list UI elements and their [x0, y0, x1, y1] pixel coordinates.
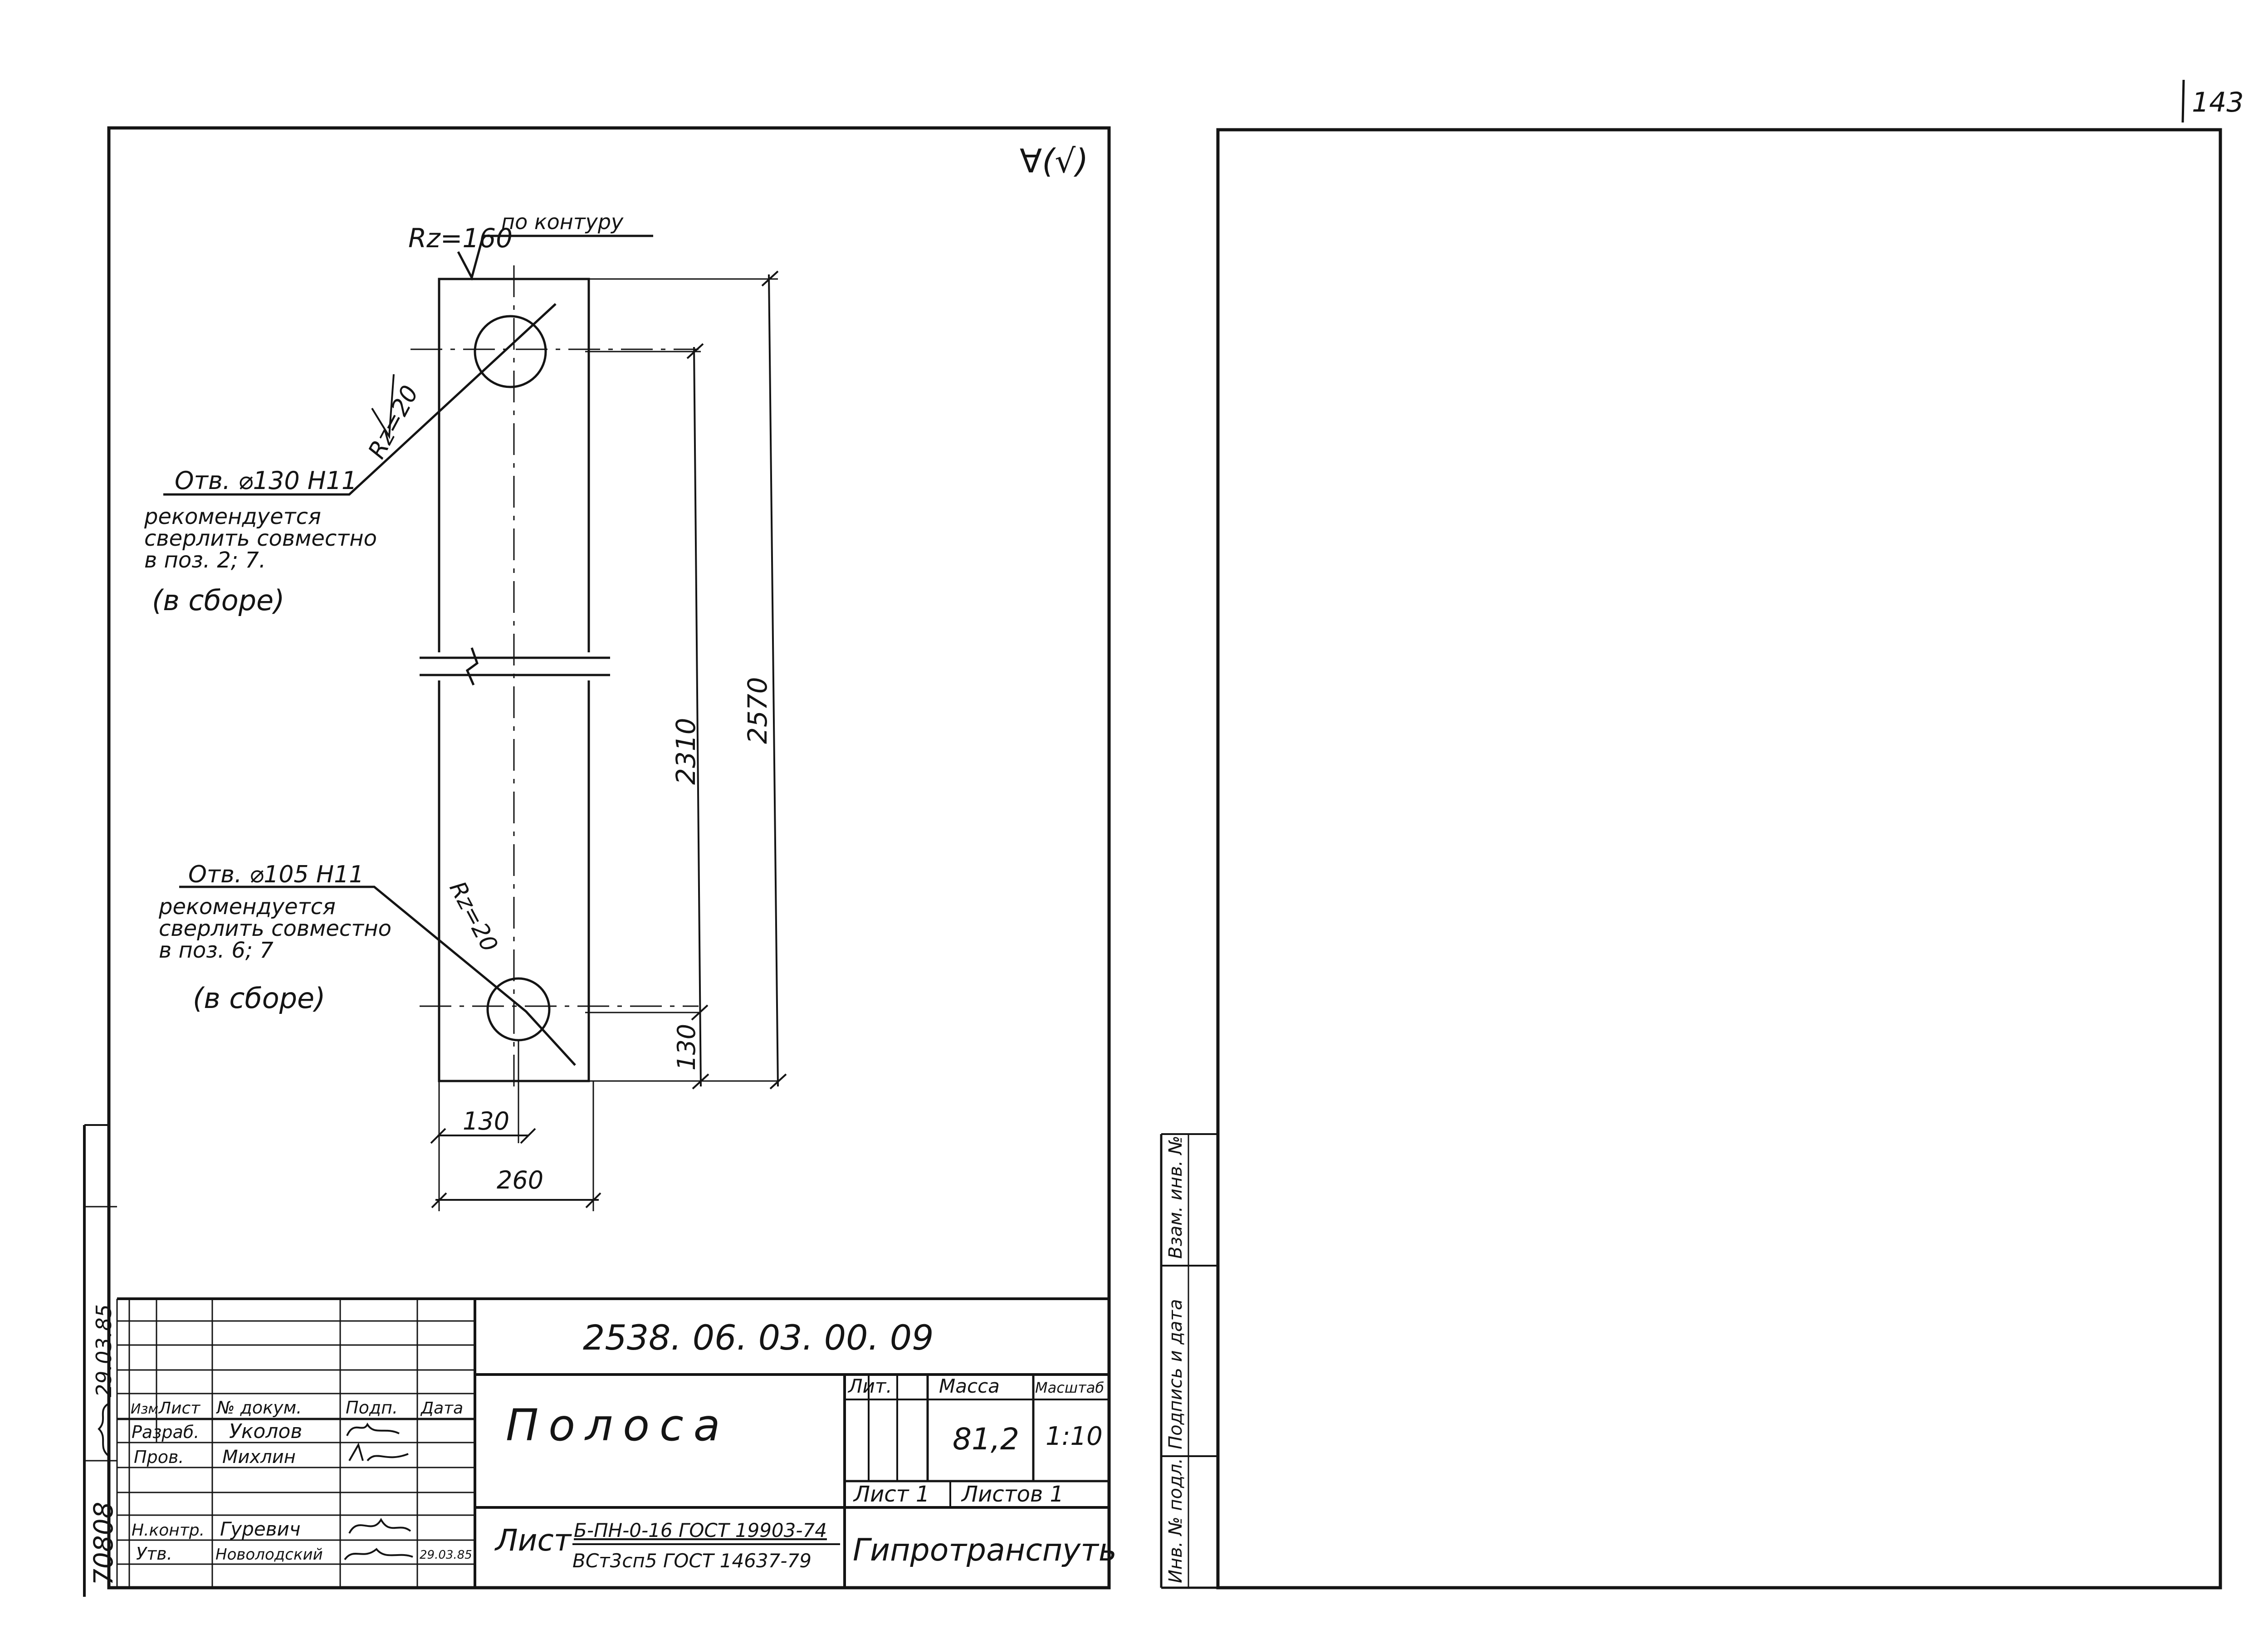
break-symbol — [465, 647, 479, 686]
right-sheet-frame — [1216, 128, 2222, 1590]
tb-developer-role: Разраб. — [132, 1422, 199, 1442]
left-sheet-frame — [107, 126, 1111, 1590]
tb-developer-name: Уколов — [229, 1420, 302, 1443]
tb-checker-role: Пров. — [134, 1447, 184, 1467]
dim-260-label: 260 — [497, 1166, 543, 1194]
page-number: 143 — [2192, 87, 2244, 118]
tb-approval-date: 29.03.85 — [420, 1548, 472, 1562]
bottom-hole-assembly-note: (в сборе) — [193, 982, 325, 1015]
right-col-label-inv: Инв. № подл. — [1165, 1458, 1186, 1583]
top-hole — [474, 315, 547, 388]
tb-checker-name: Михлин — [222, 1447, 296, 1468]
dim-2310-label: 2310 — [670, 718, 701, 785]
tb-header-scale: Масштаб — [1035, 1379, 1104, 1396]
material-line-2: ВСт3сп5 ГОСТ 14637-79 — [572, 1550, 811, 1572]
roughness-note: по контуру — [501, 210, 624, 234]
roughness-value: Rz=160 — [408, 223, 513, 254]
top-hole-roughness: Rz=20 — [363, 381, 424, 463]
top-hole-leader — [163, 303, 557, 496]
side-stamp-inv-no: 70808 — [88, 1502, 119, 1585]
dim-130h-tick-left — [430, 1128, 446, 1144]
bottom-hole — [486, 977, 551, 1042]
dim-130-horizontal-label: 130 — [463, 1107, 509, 1135]
signature-approver — [344, 1548, 413, 1561]
page-number-divider — [2181, 79, 2185, 123]
tb-header-izm: Изм — [131, 1401, 158, 1417]
tb-header-list: Лист — [158, 1399, 200, 1418]
tb-header-sign: Подп. — [346, 1398, 398, 1418]
dim-2570-tick-bottom — [769, 1073, 787, 1090]
tb-header-doc-no: № докум. — [216, 1398, 302, 1418]
dim-130-vertical-label: 130 — [672, 1024, 701, 1071]
signature-checker — [348, 1442, 409, 1462]
top-hole-note-line-3: в поз. 2; 7. — [144, 548, 266, 573]
top-hole-designation: Отв. ⌀130 H11 — [175, 466, 357, 495]
tb-approver-role: Утв. — [136, 1544, 172, 1564]
top-hole-note-line-2: сверлить совместно — [144, 526, 377, 551]
signature-developer — [346, 1422, 400, 1436]
right-col-label-podpis: Подпись и дата — [1165, 1299, 1186, 1449]
part-name: Полоса — [506, 1400, 730, 1451]
tb-sheets-total: Листов 1 — [961, 1482, 1064, 1507]
dim-130h-tick-right — [520, 1128, 536, 1144]
roughness-symbol: ∀(√) — [1020, 142, 1088, 180]
top-hole-assembly-note: (в сборе) — [152, 584, 284, 617]
top-hole-note-line-1: рекомендуется — [144, 504, 321, 529]
bottom-hole-roughness: Rz=20 — [444, 877, 503, 956]
dim-2310-tick-top — [686, 343, 704, 359]
organization-name: Гипротранспуть — [853, 1532, 1117, 1568]
dim-260-tick-right — [585, 1192, 601, 1208]
break-gap — [426, 652, 608, 680]
side-stamp-date: 29.03.85 — [92, 1304, 116, 1397]
right-col-label-vzam: Взам. инв. № — [1165, 1135, 1186, 1259]
dim-260-tick-left — [431, 1192, 447, 1208]
dim-130v-tick-bottom — [692, 1073, 709, 1090]
side-stamp-signature — [98, 1403, 110, 1457]
tb-scale-value: 1:10 — [1046, 1422, 1103, 1451]
roughness-tick — [457, 235, 653, 281]
tb-norm-control-role: Н.контр. — [132, 1521, 205, 1540]
material-line-1: Б-ПН-0-16 ГОСТ 19903-74 — [574, 1519, 827, 1541]
tb-header-date: Дата — [420, 1399, 463, 1418]
tb-header-mass: Масса — [939, 1375, 1000, 1397]
bottom-hole-note-line-2: сверлить совместно — [159, 916, 391, 941]
dim-2570-tick-top — [761, 270, 779, 287]
top-hole-roughness-mark — [371, 374, 395, 440]
doc-number: 2538. 06. 03. 00. 09 — [583, 1317, 934, 1358]
material-prefix: Лист — [494, 1523, 572, 1558]
bottom-hole-note-line-1: рекомендуется — [158, 894, 336, 920]
bottom-hole-designation: Отв. ⌀105 H11 — [188, 861, 364, 888]
tb-norm-control-name: Гуревич — [220, 1518, 301, 1540]
bottom-hole-note-line-3: в поз. 6; 7 — [159, 938, 274, 963]
signature-norm-control — [348, 1517, 411, 1534]
tb-header-lit: Лит. — [847, 1375, 892, 1397]
tb-sheet-label: Лист 1 — [853, 1482, 929, 1507]
dim-2570-label: 2570 — [742, 677, 773, 744]
tb-mass-value: 81,2 — [953, 1422, 1019, 1457]
dim-2310-line — [693, 347, 702, 1087]
bottom-hole-leader — [179, 885, 576, 1066]
dim-2570-line — [768, 274, 779, 1087]
tb-approver-name: Новолодский — [215, 1546, 323, 1564]
dim-2310-tick-mid — [691, 1004, 709, 1021]
